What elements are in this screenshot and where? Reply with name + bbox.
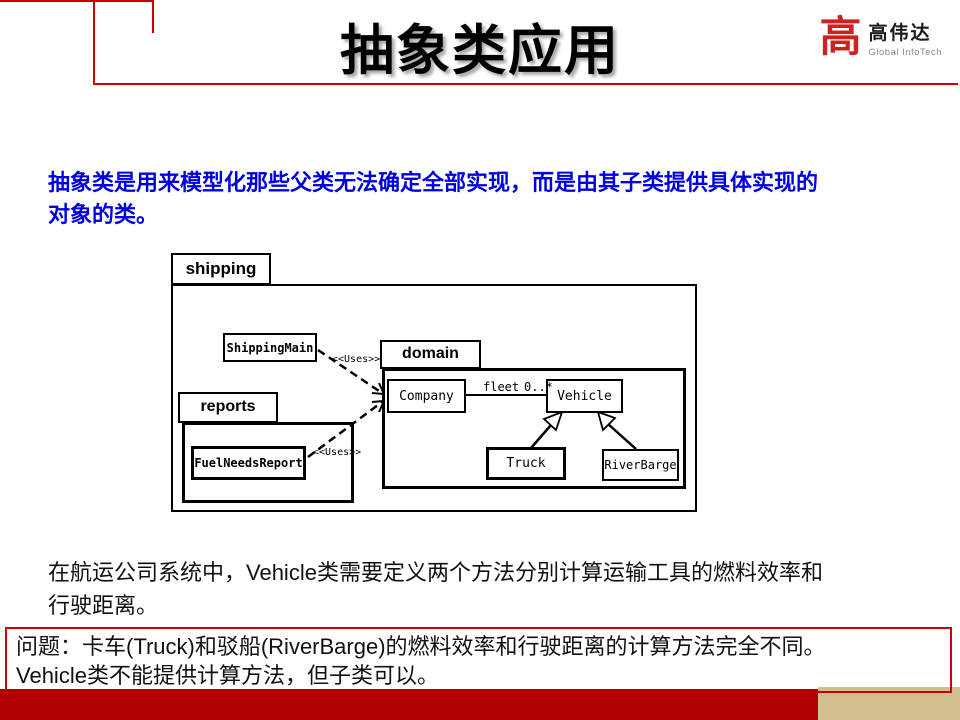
company-logo: 高 高伟达 Global InfoTech	[819, 14, 942, 62]
body-line-1: 在航运公司系统中，Vehicle类需要定义两个方法分别计算运输工具的燃料效率和	[48, 560, 823, 585]
intro-line-1: 抽象类是用来模型化那些父类无法确定全部实现，而是由其子类提供具体实现的	[48, 170, 819, 195]
association-multiplicity: 0..*	[524, 380, 553, 394]
header-horizontal-line	[0, 0, 154, 2]
class-box-company: Company	[387, 379, 466, 413]
class-box-vehicle: Vehicle	[546, 379, 623, 413]
logo-text: 高伟达 Global InfoTech	[868, 18, 942, 58]
problem-line-2: Vehicle类不能提供计算方法，但子类可以。	[16, 663, 439, 688]
logo-seal-icon: 高	[819, 15, 862, 61]
problem-line-1: 问题：卡车(Truck)和驳船(RiverBarge)的燃料效率和行驶距离的计算…	[16, 634, 826, 659]
body-line-2: 行驶距离。	[48, 593, 159, 618]
class-box-riverbarge: RiverBarge	[602, 449, 679, 481]
package-tab-reports: reports	[178, 392, 278, 423]
header-vertical-line-long	[93, 0, 95, 85]
class-box-shippingmain: ShippingMain	[223, 333, 317, 362]
problem-callout-box: 问题：卡车(Truck)和驳船(RiverBarge)的燃料效率和行驶距离的计算…	[5, 627, 952, 693]
class-box-fuelneedsreport: FuelNeedsReport	[191, 446, 306, 480]
stereotype-uses-bottom: <<Uses>>	[313, 447, 362, 458]
title-underline	[93, 83, 958, 85]
package-tab-domain: domain	[380, 340, 481, 369]
header-vertical-line-short	[152, 0, 154, 33]
class-box-truck: Truck	[486, 447, 566, 480]
logo-name-zh: 高伟达	[868, 23, 932, 44]
logo-name-en: Global InfoTech	[868, 47, 942, 58]
page-title: 抽象类应用	[340, 21, 620, 81]
stereotype-uses-top: <<Uses>>	[332, 354, 381, 365]
intro-line-2: 对象的类。	[48, 202, 159, 227]
package-tab-shipping: shipping	[171, 253, 271, 285]
association-role-fleet: fleet	[483, 380, 520, 394]
intro-paragraph: 抽象类是用来模型化那些父类无法确定全部实现，而是由其子类提供具体实现的 对象的类…	[48, 167, 908, 231]
footer-red-bar	[0, 689, 818, 720]
body-paragraph: 在航运公司系统中，Vehicle类需要定义两个方法分别计算运输工具的燃料效率和 …	[48, 556, 888, 622]
